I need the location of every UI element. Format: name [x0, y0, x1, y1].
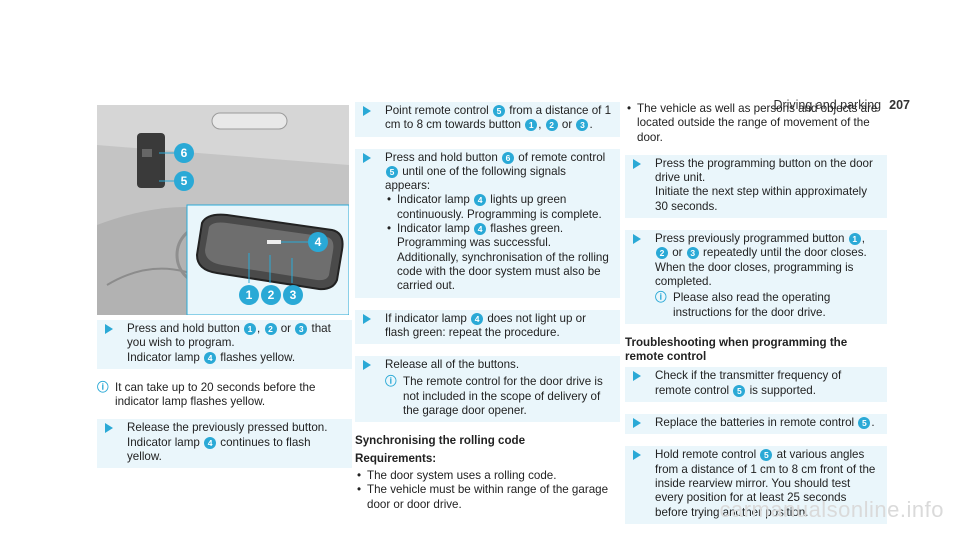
step-text: Check if the transmitter frequency of re…	[655, 369, 842, 397]
info-icon: ⓘ	[655, 291, 667, 305]
step-result: When the door closes, programming is com…	[655, 260, 854, 288]
step-arrow-icon	[633, 158, 641, 169]
step-block: Press previously programmed button 1, 2 …	[625, 230, 887, 324]
step-block: Replace the batteries in remote control …	[625, 414, 887, 435]
step-arrow-icon	[363, 152, 371, 163]
callout-number-icon: 2	[264, 322, 277, 335]
callout-2: 2	[268, 288, 275, 302]
callout-5: 5	[181, 174, 188, 188]
step-block: Press the programming button on the door…	[625, 154, 887, 219]
step-text: Replace the batteries in remote control …	[655, 416, 875, 430]
step-result: Initiate the next step within approximat…	[655, 185, 868, 213]
callout-number-icon: 5	[386, 165, 398, 178]
step-text: Release the previously pressed button.	[127, 421, 328, 435]
callout-number-icon: 5	[492, 104, 505, 117]
list-item: The door system uses a rolling code.	[355, 469, 620, 484]
callout-number-icon: 3	[295, 322, 308, 335]
step-arrow-icon	[633, 418, 641, 429]
step-text: Hold remote control 5 at various angles …	[655, 448, 876, 519]
step-text: Press previously programmed button 1, 2 …	[655, 232, 867, 260]
step-arrow-icon	[105, 324, 113, 334]
callout-number-icon: 1	[525, 119, 538, 132]
list-item: The vehicle as well as persons and objec…	[625, 102, 887, 145]
callout-number-icon: 4	[474, 194, 487, 207]
callout-1: 1	[246, 288, 253, 302]
step-block: If indicator lamp 4 does not light up or…	[355, 309, 620, 345]
requirements-heading: Requirements:	[355, 451, 437, 465]
callout-number-icon: 3	[576, 119, 589, 132]
info-note: ⓘ The remote control for the door drive …	[385, 375, 603, 418]
callout-number-icon: 1	[244, 322, 257, 335]
step-arrow-icon	[363, 106, 371, 116]
callout-6: 6	[181, 146, 188, 160]
step-arrow-icon	[363, 360, 371, 371]
list-item: Indicator lamp 4 flashes green. Programm…	[385, 222, 612, 293]
step-result: Indicator lamp 4 flashes yellow.	[127, 350, 296, 364]
column-3: The vehicle as well as persons and objec…	[625, 102, 887, 536]
mirror-drawing: 6 5 4 1 2 3	[97, 105, 349, 315]
info-note: ⓘ It can take up to 20 seconds before th…	[97, 380, 316, 409]
indicator-lamp-shape	[267, 240, 281, 244]
info-note: ⓘ Please also read the operating instruc…	[655, 291, 831, 319]
step-block: Release the previously pressed button. I…	[97, 419, 352, 469]
info-icon: ⓘ	[385, 375, 397, 389]
callout-number-icon: 4	[204, 351, 217, 364]
step-arrow-icon	[633, 371, 641, 382]
callout-number-icon: 2	[545, 119, 558, 132]
callout-number-icon: 1	[848, 233, 861, 246]
page-number: 207	[889, 98, 910, 112]
step-result: Indicator lamp 4 continues to flash yell…	[127, 435, 311, 464]
callout-4: 4	[315, 235, 322, 249]
mirror-illustration: 6 5 4 1 2 3	[97, 105, 349, 315]
step-block: Hold remote control 5 at various angles …	[625, 446, 887, 524]
list-item: Indicator lamp 4 lights up green continu…	[385, 193, 612, 222]
step-text: Press and hold button 1, 2 or 3 that you…	[127, 322, 331, 350]
info-icon: ⓘ	[97, 380, 109, 394]
callout-number-icon: 5	[858, 416, 871, 429]
section-heading: Troubleshooting when programming the rem…	[625, 335, 848, 364]
step-block: Press and hold button 6 of remote contro…	[355, 148, 620, 298]
section-heading: Synchronising the rolling code	[355, 434, 526, 448]
step-block: Check if the transmitter frequency of re…	[625, 367, 887, 403]
step-text: Point remote control 5 from a distance o…	[385, 104, 612, 132]
column-2: Point remote control 5 from a distance o…	[355, 102, 620, 512]
step-arrow-icon	[633, 450, 641, 461]
watermark: carmanualsonline.info	[719, 497, 944, 522]
callout-number-icon: 5	[760, 449, 773, 462]
remote-control-shape	[137, 133, 165, 188]
step-arrow-icon	[105, 423, 113, 434]
callout-number-icon: 4	[471, 312, 484, 325]
step-arrow-icon	[633, 234, 641, 245]
callout-number-icon: 2	[656, 247, 668, 260]
callout-number-icon: 4	[204, 436, 217, 449]
step-text: If indicator lamp 4 does not light up or…	[385, 311, 586, 339]
step-text: Release all of the buttons.	[385, 358, 520, 372]
list-item: The vehicle must be within range of the …	[355, 483, 620, 512]
step-block: Press and hold button 1, 2 or 3 that you…	[97, 320, 352, 369]
step-arrow-icon	[363, 313, 371, 324]
callout-number-icon: 6	[502, 151, 515, 164]
callout-number-icon: 4	[474, 223, 487, 236]
step-block: Release all of the buttons. ⓘ The remote…	[355, 356, 620, 423]
step-text: Press and hold button 6 of remote contro…	[385, 150, 606, 193]
step-text: Press the programming button on the door…	[655, 156, 873, 185]
callout-number-icon: 3	[686, 247, 699, 260]
step-block: Point remote control 5 from a distance o…	[355, 102, 620, 137]
callout-3: 3	[290, 288, 297, 302]
column-1: Press and hold button 1, 2 or 3 that you…	[97, 320, 352, 480]
callout-number-icon: 5	[733, 384, 746, 397]
